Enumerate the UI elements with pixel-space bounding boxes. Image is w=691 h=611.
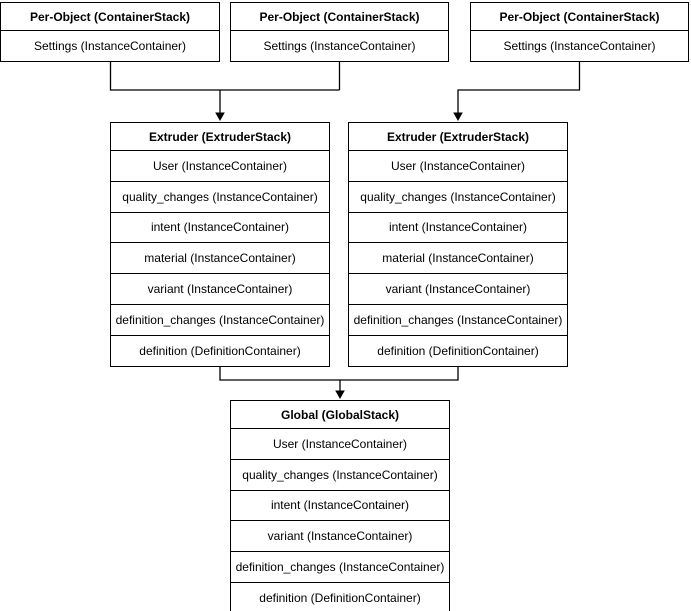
box-title: Extruder (ExtruderStack): [111, 123, 329, 151]
container-row: Settings (InstanceContainer): [263, 38, 416, 53]
container-row: quality_changes (InstanceContainer): [349, 182, 567, 213]
container-row: variant (InstanceContainer): [111, 274, 329, 305]
box-title: Extruder (ExtruderStack): [349, 123, 567, 151]
arrowhead-into-global: [335, 390, 345, 399]
container-row: definition (DefinitionContainer): [259, 590, 421, 605]
container-row: material (InstanceContainer): [349, 243, 567, 275]
container-row: definition (DefinitionContainer): [377, 343, 539, 358]
container-row: variant (InstanceContainer): [231, 521, 449, 553]
box-title: Per-Object (ContainerStack): [471, 3, 688, 31]
container-row: definition (DefinitionContainer): [139, 343, 301, 358]
container-row: User (InstanceContainer): [231, 429, 449, 460]
per-object-stack-box-1: Per-Object (ContainerStack) Settings (In…: [0, 2, 220, 62]
container-row: intent (InstanceContainer): [349, 213, 567, 244]
container-row: Settings (InstanceContainer): [33, 38, 187, 53]
container-row: quality_changes (InstanceContainer): [231, 460, 449, 491]
container-row: quality_changes (InstanceContainer): [111, 182, 329, 213]
box-title: Per-Object (ContainerStack): [1, 3, 219, 31]
arrowhead-into-extruder-right: [453, 112, 463, 121]
extruder-stack-box-2: Extruder (ExtruderStack) User (InstanceC…: [348, 122, 568, 367]
arrowhead-into-extruder-left: [215, 112, 225, 121]
container-row: variant (InstanceContainer): [349, 274, 567, 305]
container-row: material (InstanceContainer): [111, 243, 329, 275]
container-row: User (InstanceContainer): [111, 151, 329, 182]
container-row: definition_changes (InstanceContainer): [231, 552, 449, 583]
container-row: definition_changes (InstanceContainer): [111, 305, 329, 336]
connector-per-object-to-extruder-left: [109, 61, 341, 114]
container-row: User (InstanceContainer): [349, 151, 567, 182]
connector-per-object-to-extruder-right: [457, 61, 581, 114]
container-row: intent (InstanceContainer): [231, 491, 449, 522]
global-stack-box: Global (GlobalStack) User (InstanceConta…: [230, 400, 450, 611]
container-row: definition_changes (InstanceContainer): [349, 305, 567, 336]
container-row: Settings (InstanceContainer): [503, 38, 656, 53]
extruder-stack-box-1: Extruder (ExtruderStack) User (InstanceC…: [110, 122, 330, 367]
box-title: Per-Object (ContainerStack): [231, 3, 448, 31]
per-object-stack-box-3: Per-Object (ContainerStack) Settings (In…: [470, 2, 689, 62]
container-row: intent (InstanceContainer): [111, 213, 329, 244]
per-object-stack-box-2: Per-Object (ContainerStack) Settings (In…: [230, 2, 449, 62]
box-title: Global (GlobalStack): [231, 401, 449, 429]
